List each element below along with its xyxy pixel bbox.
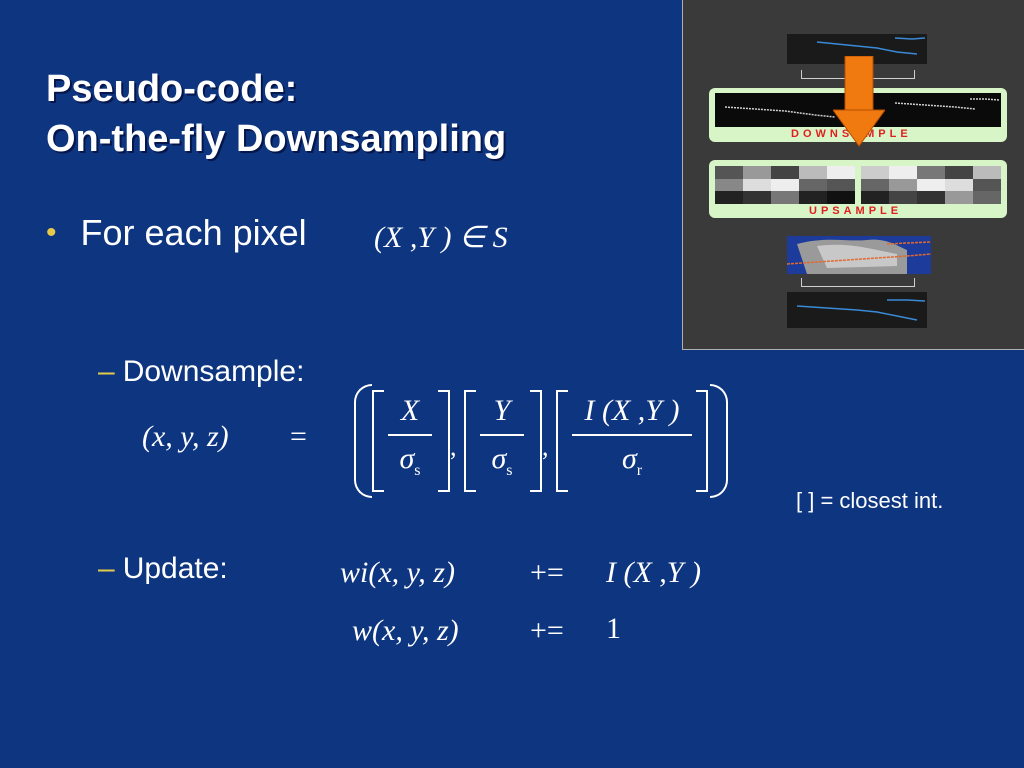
bracket-3-left xyxy=(556,390,568,492)
update-row-1-lhs: wi(x, y, z) xyxy=(340,556,455,589)
update-row-1-op: += xyxy=(530,556,564,589)
bracket-3-right xyxy=(696,390,708,492)
equals-sign: = xyxy=(290,420,307,453)
bracket-1-right xyxy=(438,390,450,492)
update-row-1-rhs: I (X ,Y ) xyxy=(606,556,701,589)
fraction-intensity: I (X ,Y ) σr xyxy=(572,392,692,479)
comma-2: , xyxy=(542,432,549,461)
downsample-lhs: (x, y, z) xyxy=(142,420,229,453)
dash-icon: – xyxy=(98,552,115,585)
bullet-item: • For each pixel xyxy=(46,212,307,254)
input-signal-plot xyxy=(816,37,926,55)
tray-icon xyxy=(801,278,915,287)
fraction-x: X σs xyxy=(388,392,432,479)
fraction-bar xyxy=(480,434,524,436)
output-signal-plot xyxy=(796,299,926,321)
bracket-1-left xyxy=(372,390,384,492)
title-line-2: On-the-fly Downsampling xyxy=(46,118,507,160)
grid-block-right xyxy=(861,166,1001,204)
fraction-intensity-denominator: σr xyxy=(621,442,643,479)
title-line-1: Pseudo-code: xyxy=(46,68,298,110)
downsample-formula: X σs , Y σs , I (X ,Y ) σr xyxy=(340,380,740,500)
slide-title: Pseudo-code: On-the-fly Downsampling xyxy=(46,64,506,164)
update-row-2-lhs: w(x, y, z) xyxy=(352,614,459,647)
bracket-2-left xyxy=(464,390,476,492)
outer-left-paren xyxy=(354,384,372,498)
bullet-dot-icon: • xyxy=(46,216,57,249)
update-row-2-rhs: 1 xyxy=(606,612,621,645)
update-row-2-op: += xyxy=(530,614,564,647)
fraction-y: Y σs xyxy=(480,392,524,479)
fraction-y-numerator: Y xyxy=(493,394,511,427)
fraction-bar xyxy=(572,434,692,436)
downsample-label: DOWNSAMPLE xyxy=(791,128,912,140)
fraction-x-denominator: σs xyxy=(399,442,421,479)
update-label: Update: xyxy=(122,552,228,585)
blended-result-plot xyxy=(787,239,931,274)
closest-int-note: [ ] = closest int. xyxy=(796,488,944,513)
output-signal-strip xyxy=(787,292,927,328)
downsample-signal-plot xyxy=(724,98,1000,118)
upsample-label: UPSAMPLE xyxy=(809,205,903,217)
update-subitem: –Update: xyxy=(98,552,228,586)
pixel-set-expression: (X ,Y ) ∈ S xyxy=(374,221,508,254)
fraction-x-numerator: X xyxy=(400,394,420,427)
downsampling-diagram: DOWNSAMPLE xyxy=(682,0,1024,350)
outer-right-paren xyxy=(710,384,728,498)
comma-1: , xyxy=(450,432,457,461)
blended-result-image xyxy=(787,236,931,274)
downsample-subitem: –Downsample: xyxy=(98,355,304,389)
grid-cells-right xyxy=(861,166,1001,204)
bracket-2-right xyxy=(530,390,542,492)
downsample-label: Downsample: xyxy=(122,355,305,388)
fraction-y-denominator: σs xyxy=(491,442,513,479)
grid-block-left xyxy=(715,166,855,204)
fraction-bar xyxy=(388,434,432,436)
down-arrow-icon xyxy=(833,56,885,147)
upsample-box: UPSAMPLE xyxy=(709,160,1007,218)
grid-cells-left xyxy=(715,166,855,204)
bullet-text: For each pixel xyxy=(80,212,307,253)
fraction-intensity-numerator: I (X ,Y ) xyxy=(584,394,680,427)
dash-icon: – xyxy=(98,355,115,388)
